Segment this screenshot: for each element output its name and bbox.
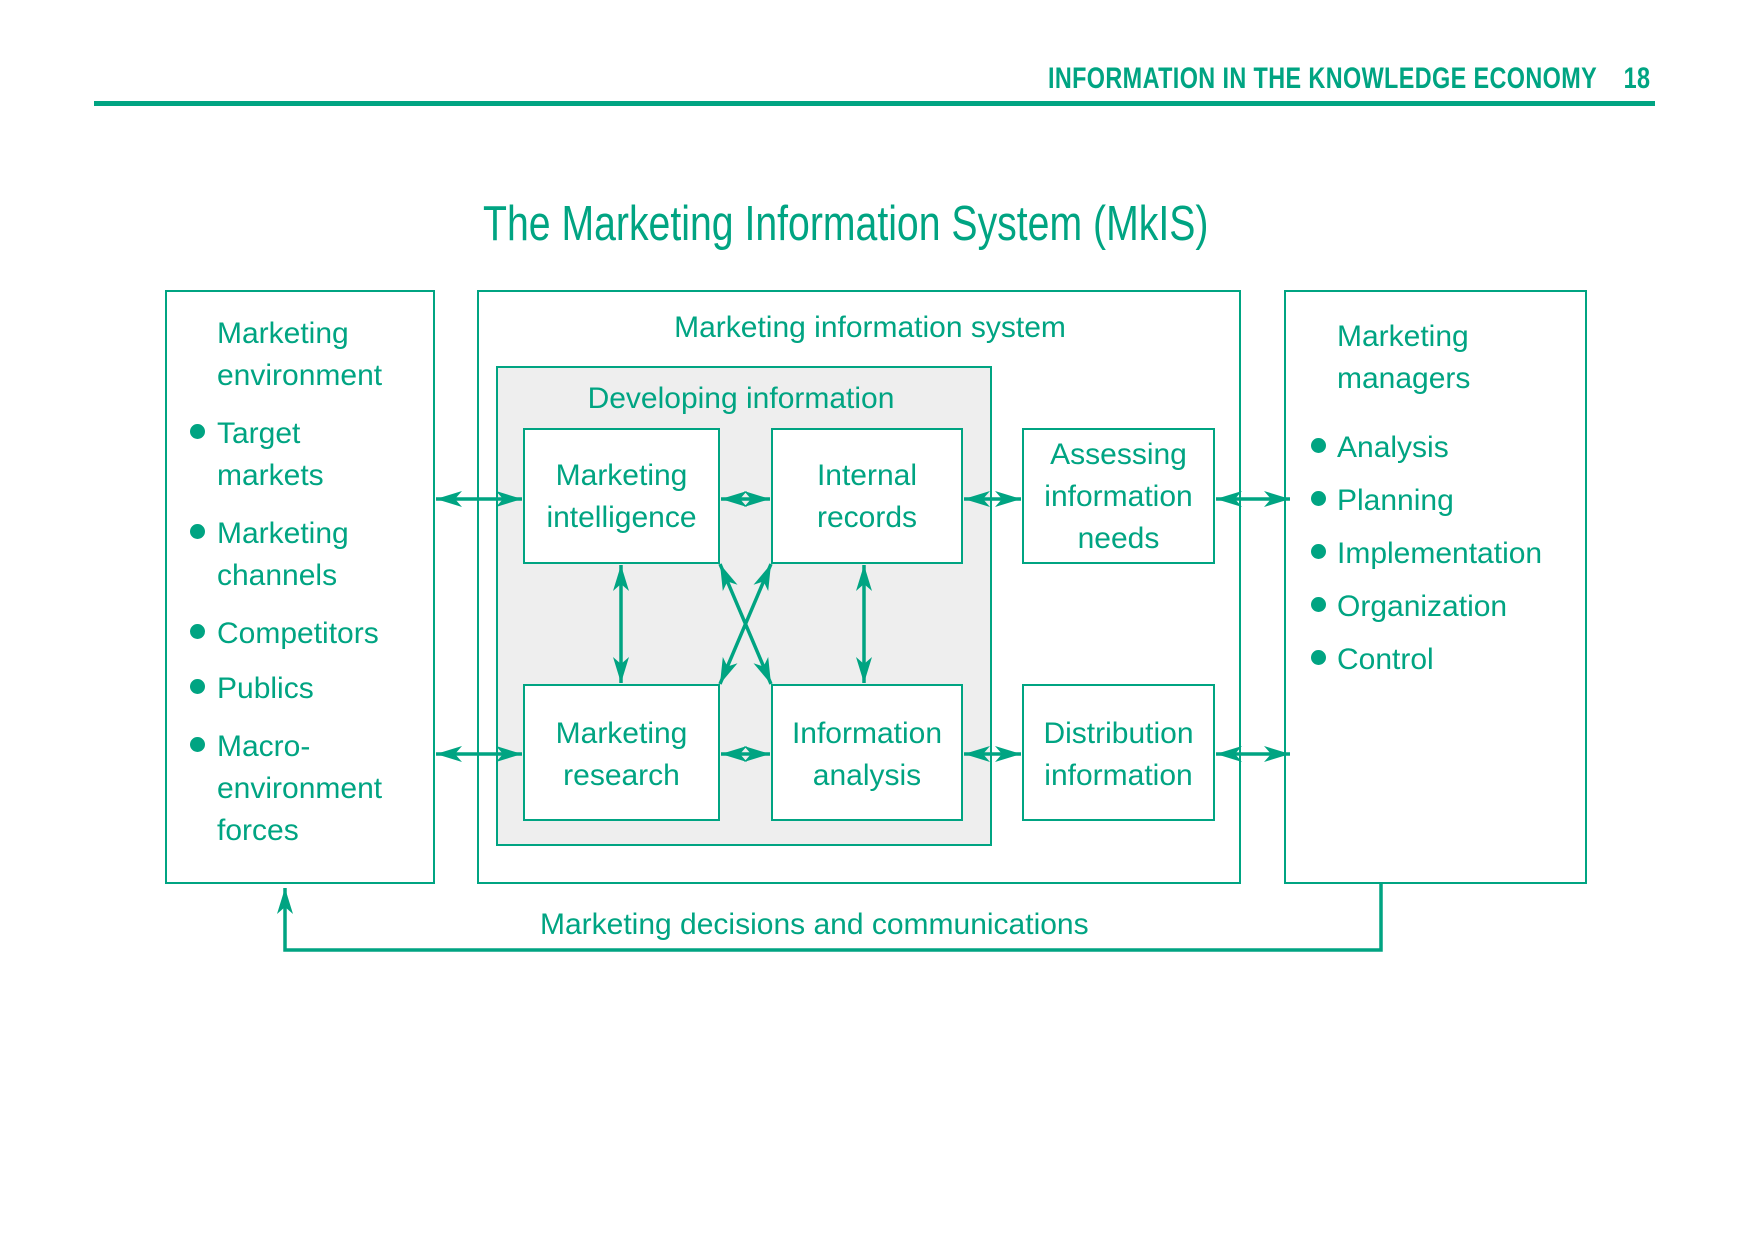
distribution-information-box — [1022, 684, 1215, 821]
analysis-label-1: Information — [791, 717, 943, 750]
environment-item-publics: Publics — [217, 672, 314, 705]
bullet-icon — [1311, 650, 1326, 665]
developing-heading: Developing information — [587, 382, 895, 415]
running-header: INFORMATION IN THE KNOWLEDGE ECONOMY 18 — [1047, 62, 1650, 96]
analysis-label-2: analysis — [812, 759, 922, 792]
bullet-icon — [1311, 544, 1326, 559]
intelligence-label-2: intelligence — [546, 501, 697, 534]
feedback-loop-line — [277, 884, 1383, 952]
bullet-icon — [1311, 491, 1326, 506]
managers-item-planning: Planning — [1337, 484, 1454, 517]
feedback-label: Marketing decisions and communications — [540, 908, 1089, 941]
page-number: 18 — [1623, 62, 1650, 95]
environment-heading-line1: Marketing — [217, 317, 349, 350]
bullet-icon — [1311, 597, 1326, 612]
distribution-label-2: information — [1044, 759, 1193, 792]
internal-records-box — [771, 428, 963, 564]
bullet-icon — [190, 524, 205, 539]
environment-heading-line2: environment — [217, 359, 383, 392]
managers-item-control: Control — [1337, 643, 1434, 676]
environment-item-macro-3: forces — [217, 814, 299, 847]
bullet-icon — [190, 624, 205, 639]
system-heading: Marketing information system — [674, 311, 1066, 344]
managers-item-implementation: Implementation — [1337, 537, 1543, 570]
distribution-label-1: Distribution — [1043, 717, 1194, 750]
assessing-label-3: needs — [1077, 522, 1160, 555]
intelligence-label-1: Marketing — [555, 459, 688, 492]
bullet-icon — [190, 424, 205, 439]
research-label-1: Marketing — [555, 717, 688, 750]
managers-heading-line2: managers — [1337, 362, 1471, 395]
arrow-internal-research — [718, 563, 773, 685]
header-rule — [94, 101, 1655, 106]
assessing-label-1: Assessing — [1050, 438, 1187, 471]
marketing-research-box — [523, 684, 720, 821]
marketing-managers-box — [1284, 290, 1587, 884]
environment-item-macro-1: Macro- — [217, 730, 311, 763]
research-label-2: research — [563, 759, 680, 792]
environment-item-competitors: Competitors — [217, 617, 379, 650]
environment-item-target-markets-1: Target — [217, 417, 301, 450]
figure-title: The Marketing Information System (MkIS) — [483, 197, 1209, 251]
bullet-icon — [190, 679, 205, 694]
environment-item-target-markets-2: markets — [217, 459, 324, 492]
information-analysis-box — [771, 684, 963, 821]
bullet-icon — [190, 737, 205, 752]
environment-item-macro-2: environment — [217, 772, 383, 805]
environment-item-channels-2: channels — [217, 559, 338, 592]
environment-item-channels-1: Marketing — [217, 517, 349, 550]
assessing-label-2: information — [1044, 480, 1193, 513]
managers-heading-line1: Marketing — [1337, 320, 1469, 353]
marketing-intelligence-box — [523, 428, 720, 564]
internal-label-2: records — [816, 501, 918, 534]
bullet-icon — [1311, 438, 1326, 453]
managers-item-analysis: Analysis — [1337, 431, 1449, 464]
marketing-environment-box — [165, 290, 435, 884]
internal-label-1: Internal — [816, 459, 918, 492]
managers-item-organization: Organization — [1337, 590, 1508, 623]
running-title: INFORMATION IN THE KNOWLEDGE ECONOMY — [1047, 62, 1597, 95]
assessing-information-needs-box — [1022, 428, 1215, 564]
